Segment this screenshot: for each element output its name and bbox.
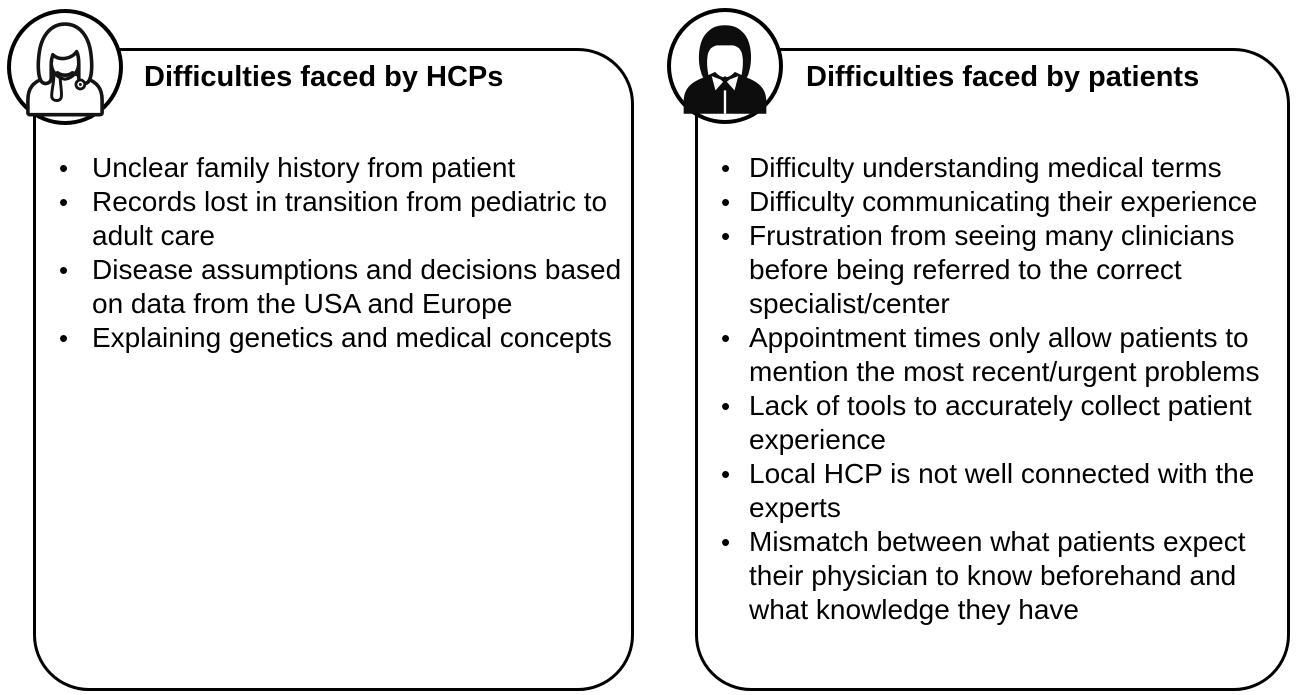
bullet-icon: • xyxy=(59,255,69,285)
list-item: • Records lost in transition from pediat… xyxy=(59,185,628,253)
patient-panel-title: Difficulties faced by patients xyxy=(806,61,1200,93)
list-item-text: Disease assumptions and decisions based … xyxy=(92,254,622,319)
patient-bullet-list: • Difficulty understanding medical terms… xyxy=(698,151,1287,627)
bullet-icon: • xyxy=(721,527,731,557)
list-item-text: Mismatch between what patients expect th… xyxy=(749,526,1246,625)
bullet-icon: • xyxy=(721,391,731,421)
hcp-bullet-list: • Unclear family history from patient • … xyxy=(36,151,631,355)
bullet-icon: • xyxy=(59,187,69,217)
bullet-icon: • xyxy=(59,153,69,183)
bullet-icon: • xyxy=(721,187,731,217)
list-item: • Local HCP is not well connected with t… xyxy=(721,457,1284,525)
list-item-text: Explaining genetics and medical concepts xyxy=(92,322,612,353)
hcp-panel: Difficulties faced by HCPs • Unclear fam… xyxy=(33,48,634,691)
list-item-text: Lack of tools to accurately collect pati… xyxy=(749,390,1252,455)
hcp-panel-title: Difficulties faced by HCPs xyxy=(144,61,504,93)
list-item-text: Unclear family history from patient xyxy=(92,152,516,183)
list-item: • Difficulty understanding medical terms xyxy=(721,151,1284,185)
hcp-icon-badge xyxy=(7,9,123,125)
list-item-text: Difficulty understanding medical terms xyxy=(749,152,1222,183)
bullet-icon: • xyxy=(59,323,69,353)
female-patient-icon xyxy=(683,25,767,114)
list-item-text: Difficulty communicating their experienc… xyxy=(749,186,1258,217)
bullet-icon: • xyxy=(721,323,731,353)
list-item: • Lack of tools to accurately collect pa… xyxy=(721,389,1284,457)
list-item-text: Appointment times only allow patients to… xyxy=(749,322,1260,387)
list-item: • Explaining genetics and medical concep… xyxy=(59,321,628,355)
list-item: • Disease assumptions and decisions base… xyxy=(59,253,628,321)
list-item-text: Frustration from seeing many clinicians … xyxy=(749,220,1235,319)
list-item-text: Records lost in transition from pediatri… xyxy=(92,186,608,251)
bullet-icon: • xyxy=(721,221,731,251)
bullet-icon: • xyxy=(721,153,731,183)
female-doctor-icon xyxy=(26,22,104,117)
list-item: • Frustration from seeing many clinician… xyxy=(721,219,1284,321)
list-item: • Appointment times only allow patients … xyxy=(721,321,1284,389)
bullet-icon: • xyxy=(721,459,731,489)
patient-panel: Difficulties faced by patients • Difficu… xyxy=(695,48,1290,691)
list-item-text: Local HCP is not well connected with the… xyxy=(749,458,1255,523)
patient-icon-badge xyxy=(667,8,783,124)
list-item: • Unclear family history from patient xyxy=(59,151,628,185)
list-item: • Difficulty communicating their experie… xyxy=(721,185,1284,219)
list-item: • Mismatch between what patients expect … xyxy=(721,525,1284,627)
